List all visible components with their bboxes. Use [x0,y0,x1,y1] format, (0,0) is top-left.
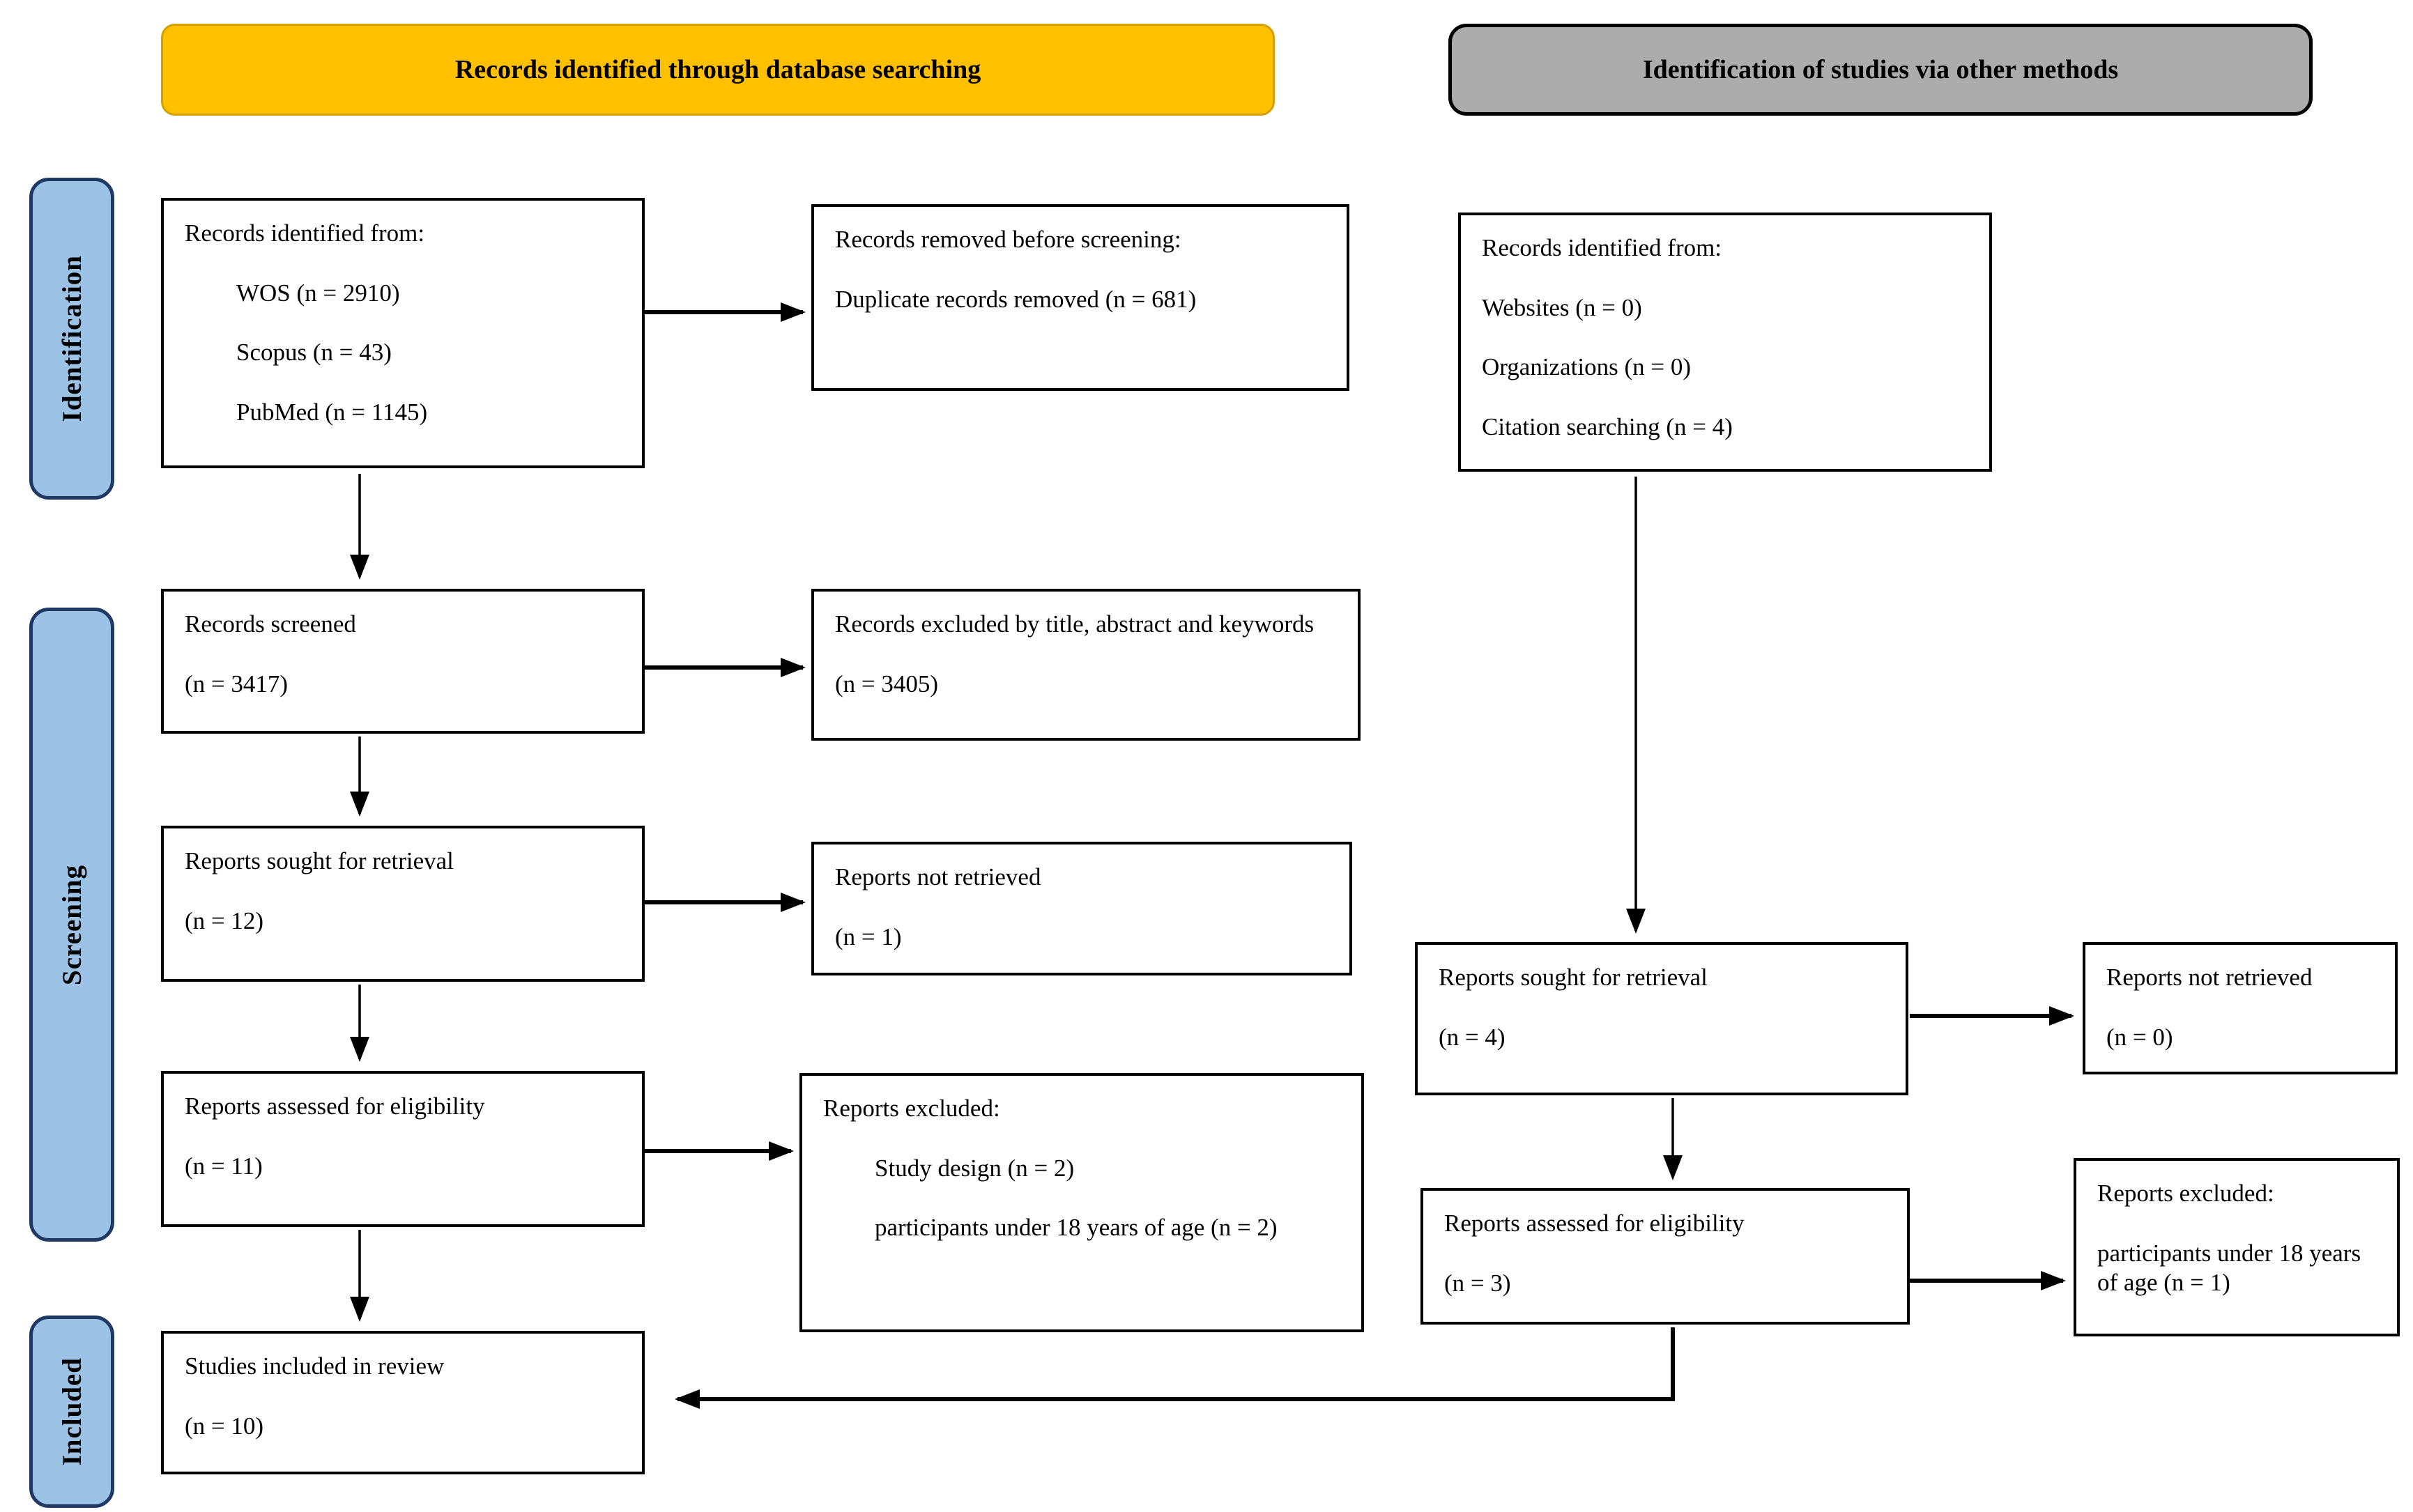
box-title: Reports sought for retrieval [1439,964,1708,991]
header-database-searching-label: Records identified through database sear… [454,55,981,84]
excluded-other-under-18: participants under 18 years of age (n = … [2097,1239,2361,1297]
box-records-screened: Records screened (n = 3417) [161,589,645,734]
db-source-scopus: Scopus (n = 43) [236,339,392,367]
box-records-excluded-screening: Records excluded by title, abstract and … [811,589,1361,741]
box-title: Reports assessed for eligibility [1444,1210,1745,1237]
reports-assessed-count: (n = 11) [185,1152,263,1180]
reports-not-retrieved-count: (n = 1) [835,923,902,950]
box-reports-sought-other: Reports sought for retrieval (n = 4) [1415,942,1908,1095]
box-reports-assessed-other: Reports assessed for eligibility (n = 3) [1420,1188,1910,1325]
db-source-wos: WOS (n = 2910) [236,279,400,307]
box-title: Reports excluded: [2097,1180,2274,1207]
reports-assessed-other-count: (n = 3) [1444,1269,1511,1297]
box-studies-included: Studies included in review (n = 10) [161,1331,645,1474]
header-other-methods-label: Identification of studies via other meth… [1642,55,2119,84]
other-source-websites: Websites (n = 0) [1482,293,1642,321]
other-source-citation: Citation searching (n = 4) [1482,413,1733,441]
box-records-identified-db: Records identified from: WOS (n = 2910) … [161,198,645,468]
box-title: Records identified from: [1482,234,1722,261]
studies-included-count: (n = 10) [185,1412,264,1440]
records-excluded-count: (n = 3405) [835,670,939,697]
box-title: Reports not retrieved [2106,964,2313,991]
header-database-searching: Records identified through database sear… [161,24,1275,116]
reports-not-retrieved-other-count: (n = 0) [2106,1023,2173,1051]
duplicates-removed: Duplicate records removed (n = 681) [835,285,1197,313]
header-other-methods: Identification of studies via other meth… [1448,24,2313,116]
box-title: Reports assessed for eligibility [185,1093,485,1120]
box-title: Records screened [185,610,356,638]
box-reports-not-retrieved-db: Reports not retrieved (n = 1) [811,842,1352,975]
box-reports-excluded-other: Reports excluded: participants under 18 … [2074,1158,2400,1336]
other-source-organizations: Organizations (n = 0) [1482,353,1691,381]
phase-screening: Screening [29,608,114,1242]
box-reports-excluded-db: Reports excluded: Study design (n = 2) p… [799,1073,1364,1332]
phase-screening-label: Screening [56,864,87,985]
box-reports-sought-db: Reports sought for retrieval (n = 12) [161,826,645,982]
box-records-removed: Records removed before screening: Duplic… [811,204,1349,391]
records-screened-count: (n = 3417) [185,670,289,697]
box-title: Reports sought for retrieval [185,847,454,874]
box-title: Records removed before screening: [835,226,1181,253]
excluded-reason-under-18: participants under 18 years of age (n = … [875,1214,1278,1242]
excluded-reason-study-design: Study design (n = 2) [875,1154,1075,1182]
box-title: Studies included in review [185,1352,445,1380]
box-reports-not-retrieved-other: Reports not retrieved (n = 0) [2083,942,2398,1074]
box-records-identified-other: Records identified from: Websites (n = 0… [1458,213,1992,472]
box-reports-assessed-db: Reports assessed for eligibility (n = 11… [161,1071,645,1227]
phase-included: Included [29,1316,114,1508]
phase-identification: Identification [29,178,114,500]
phase-included-label: Included [56,1357,87,1466]
phase-identification-label: Identification [56,255,87,422]
box-title: Records excluded by title, abstract and … [835,610,1315,638]
reports-sought-count: (n = 12) [185,907,264,934]
arrow-other-assessed-to-included [675,1327,1675,1409]
box-title: Reports not retrieved [835,863,1041,890]
reports-sought-other-count: (n = 4) [1439,1023,1506,1051]
box-title: Reports excluded: [823,1095,1000,1122]
db-source-pubmed: PubMed (n = 1145) [236,399,428,426]
box-title: Records identified from: [185,219,425,247]
